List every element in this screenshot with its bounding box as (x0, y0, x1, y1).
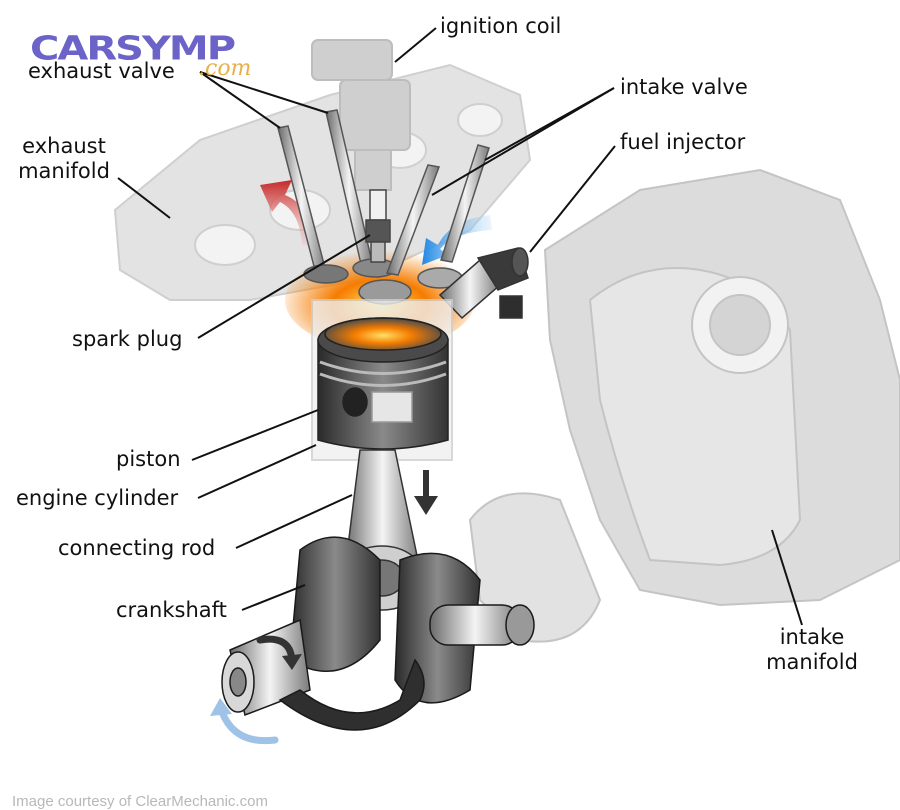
logo-tld: .com (198, 56, 252, 81)
leader-intake-manifold (771, 529, 803, 626)
logo-wordmark: CARSYMP (30, 30, 236, 68)
exhaust-valve-stems (277, 109, 398, 284)
label-fuel-injector: fuel injector (620, 130, 746, 154)
crankshaft-rotation-arrows (210, 635, 302, 745)
label-intake-valve: intake valve (620, 75, 748, 99)
piston-motion-arrow (414, 470, 438, 515)
leader-exhaust-manifold (117, 177, 171, 219)
spark-plug (365, 189, 391, 263)
label-connecting-rod: connecting rod (58, 536, 216, 560)
label-exhaust-manifold-line1: exhaust (22, 134, 106, 158)
leader-crankshaft (241, 584, 306, 611)
leader-exhaust-valve-a (199, 71, 281, 129)
image-credit: Image courtesy of ClearMechanic.com (12, 793, 268, 810)
leader-intake-valve-b (484, 87, 615, 161)
label-intake-manifold: intake manifold (752, 625, 872, 675)
label-intake-manifold-line2: manifold (766, 650, 858, 674)
label-intake-manifold-line1: intake (779, 625, 845, 649)
leader-ignition-coil (394, 27, 437, 63)
leader-engine-cylinder (197, 444, 317, 499)
intake-flow-arrow (422, 215, 492, 265)
leader-spark-plug (197, 234, 371, 339)
label-exhaust-manifold: exhaust manifold (8, 134, 120, 184)
crankshaft-body (221, 536, 535, 731)
label-piston: piston (116, 447, 181, 471)
label-ignition-coil: ignition coil (440, 14, 562, 38)
ignition-coil (311, 39, 411, 191)
label-crankshaft: crankshaft (116, 598, 227, 622)
carsymp-logo: CARSYMP .com (30, 30, 280, 90)
label-exhaust-manifold-line2: manifold (18, 159, 110, 183)
label-spark-plug: spark plug (72, 327, 183, 351)
intake-manifold (468, 168, 900, 643)
intake-valve-stems (358, 144, 490, 305)
label-exhaust-valve: exhaust valve (28, 59, 175, 83)
leader-fuel-injector (529, 145, 616, 253)
fuel-injector-body (438, 247, 529, 320)
piston-body (317, 317, 449, 450)
label-engine-cylinder: engine cylinder (16, 486, 179, 510)
leader-piston (191, 409, 319, 461)
leader-exhaust-valve-b (199, 71, 329, 114)
leader-connecting-rod (235, 494, 353, 549)
leader-lines (117, 27, 803, 626)
